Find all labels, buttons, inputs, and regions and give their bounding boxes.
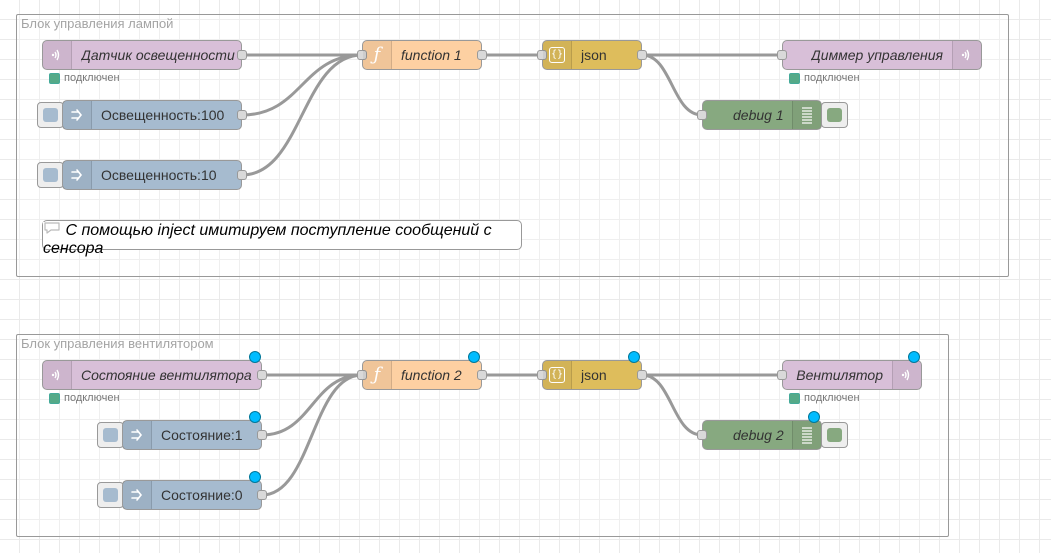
status-dot-icon bbox=[789, 392, 800, 404]
group-label: Блок управления вентилятором bbox=[21, 336, 214, 351]
inject-arrow-icon bbox=[63, 101, 92, 129]
node-label: json bbox=[581, 47, 607, 63]
debug-list-icon bbox=[792, 421, 821, 449]
node-label: Состояние вентилятора bbox=[81, 367, 252, 383]
changed-indicator-icon bbox=[628, 351, 640, 363]
debug-toggle-button[interactable] bbox=[821, 102, 848, 128]
changed-indicator-icon bbox=[249, 411, 261, 423]
node-label: debug 1 bbox=[733, 107, 784, 123]
comment-bubble-icon bbox=[43, 222, 66, 239]
debug-node-2[interactable]: debug 2 bbox=[697, 420, 822, 450]
status-text: подключен bbox=[804, 392, 860, 404]
mqtt-out-node-dimmer[interactable]: Диммер управления bbox=[777, 40, 982, 70]
output-port[interactable] bbox=[257, 490, 267, 500]
json-node-2[interactable]: {} json bbox=[537, 360, 647, 390]
json-braces-icon: {} bbox=[543, 361, 572, 389]
debug-node-1[interactable]: debug 1 bbox=[697, 100, 822, 130]
group-label: Блок управления лампой bbox=[21, 16, 174, 31]
inject-node-state-0[interactable]: Состояние:0 bbox=[122, 480, 267, 510]
inject-node-light-100[interactable]: Освещенность:100 bbox=[62, 100, 247, 130]
input-port[interactable] bbox=[777, 50, 787, 60]
inject-button-face bbox=[103, 488, 118, 502]
status-dot-icon bbox=[49, 72, 60, 84]
node-label: Освещенность:10 bbox=[101, 167, 217, 183]
json-braces-icon: {} bbox=[543, 41, 572, 69]
status-text: подключен bbox=[64, 72, 120, 84]
function-node-1[interactable]: ƒ function 1 bbox=[357, 40, 487, 70]
changed-indicator-icon bbox=[808, 411, 820, 423]
input-port[interactable] bbox=[697, 110, 707, 120]
node-label: Освещенность:100 bbox=[101, 107, 225, 123]
comment-text: С помощью inject имитируем поступление с… bbox=[43, 222, 492, 257]
output-port[interactable] bbox=[477, 370, 487, 380]
inject-trigger-button[interactable] bbox=[37, 162, 64, 188]
function-icon: ƒ bbox=[363, 41, 392, 69]
inject-arrow-icon bbox=[123, 481, 152, 509]
status-connected: подключен bbox=[789, 392, 860, 404]
inject-node-state-1[interactable]: Состояние:1 bbox=[122, 420, 267, 450]
input-port[interactable] bbox=[697, 430, 707, 440]
status-dot-icon bbox=[49, 392, 60, 404]
mqtt-in-node-light-sensor[interactable]: Датчик освещенности bbox=[42, 40, 247, 70]
function-icon: ƒ bbox=[363, 361, 392, 389]
output-port[interactable] bbox=[637, 370, 647, 380]
inject-arrow-icon bbox=[63, 161, 92, 189]
changed-indicator-icon bbox=[468, 351, 480, 363]
mqtt-wifi-icon bbox=[892, 361, 921, 389]
node-label: function 1 bbox=[401, 47, 462, 63]
node-label: json bbox=[581, 367, 607, 383]
output-port[interactable] bbox=[637, 50, 647, 60]
output-port[interactable] bbox=[477, 50, 487, 60]
inject-node-light-10[interactable]: Освещенность:10 bbox=[62, 160, 247, 190]
output-port[interactable] bbox=[237, 50, 247, 60]
inject-trigger-button[interactable] bbox=[37, 102, 64, 128]
comment-node[interactable]: С помощью inject имитируем поступление с… bbox=[42, 220, 522, 257]
mqtt-wifi-icon bbox=[43, 41, 72, 69]
input-port[interactable] bbox=[777, 370, 787, 380]
inject-button-face bbox=[43, 168, 58, 182]
output-port[interactable] bbox=[237, 110, 247, 120]
mqtt-wifi-icon bbox=[43, 361, 72, 389]
mqtt-out-node-fan[interactable]: Вентилятор bbox=[777, 360, 922, 390]
inject-button-face bbox=[43, 108, 58, 122]
input-port[interactable] bbox=[357, 370, 367, 380]
node-label: Вентилятор bbox=[796, 367, 883, 383]
node-label: Состояние:0 bbox=[161, 487, 243, 503]
function-node-2[interactable]: ƒ function 2 bbox=[357, 360, 487, 390]
status-connected: подключен bbox=[49, 392, 120, 404]
mqtt-wifi-icon bbox=[952, 41, 981, 69]
node-label: Датчик освещенности bbox=[81, 47, 235, 63]
debug-list-icon bbox=[792, 101, 821, 129]
node-label: debug 2 bbox=[733, 427, 784, 443]
input-port[interactable] bbox=[537, 370, 547, 380]
node-label: Состояние:1 bbox=[161, 427, 243, 443]
mqtt-in-node-fan-state[interactable]: Состояние вентилятора bbox=[42, 360, 267, 390]
status-dot-icon bbox=[789, 72, 800, 84]
changed-indicator-icon bbox=[249, 351, 261, 363]
changed-indicator-icon bbox=[908, 351, 920, 363]
inject-button-face bbox=[103, 428, 118, 442]
inject-arrow-icon bbox=[123, 421, 152, 449]
status-connected: подключен bbox=[49, 72, 120, 84]
input-port[interactable] bbox=[357, 50, 367, 60]
debug-button-face bbox=[827, 428, 842, 442]
inject-trigger-button[interactable] bbox=[97, 482, 124, 508]
node-label: function 2 bbox=[401, 367, 462, 383]
status-text: подключен bbox=[64, 392, 120, 404]
output-port[interactable] bbox=[237, 170, 247, 180]
status-text: подключен bbox=[804, 72, 860, 84]
input-port[interactable] bbox=[537, 50, 547, 60]
debug-button-face bbox=[827, 108, 842, 122]
status-connected: подключен bbox=[789, 72, 860, 84]
json-node-1[interactable]: {} json bbox=[537, 40, 647, 70]
output-port[interactable] bbox=[257, 430, 267, 440]
node-label: Диммер управления bbox=[810, 47, 943, 63]
output-port[interactable] bbox=[257, 370, 267, 380]
inject-trigger-button[interactable] bbox=[97, 422, 124, 448]
debug-toggle-button[interactable] bbox=[821, 422, 848, 448]
changed-indicator-icon bbox=[249, 471, 261, 483]
